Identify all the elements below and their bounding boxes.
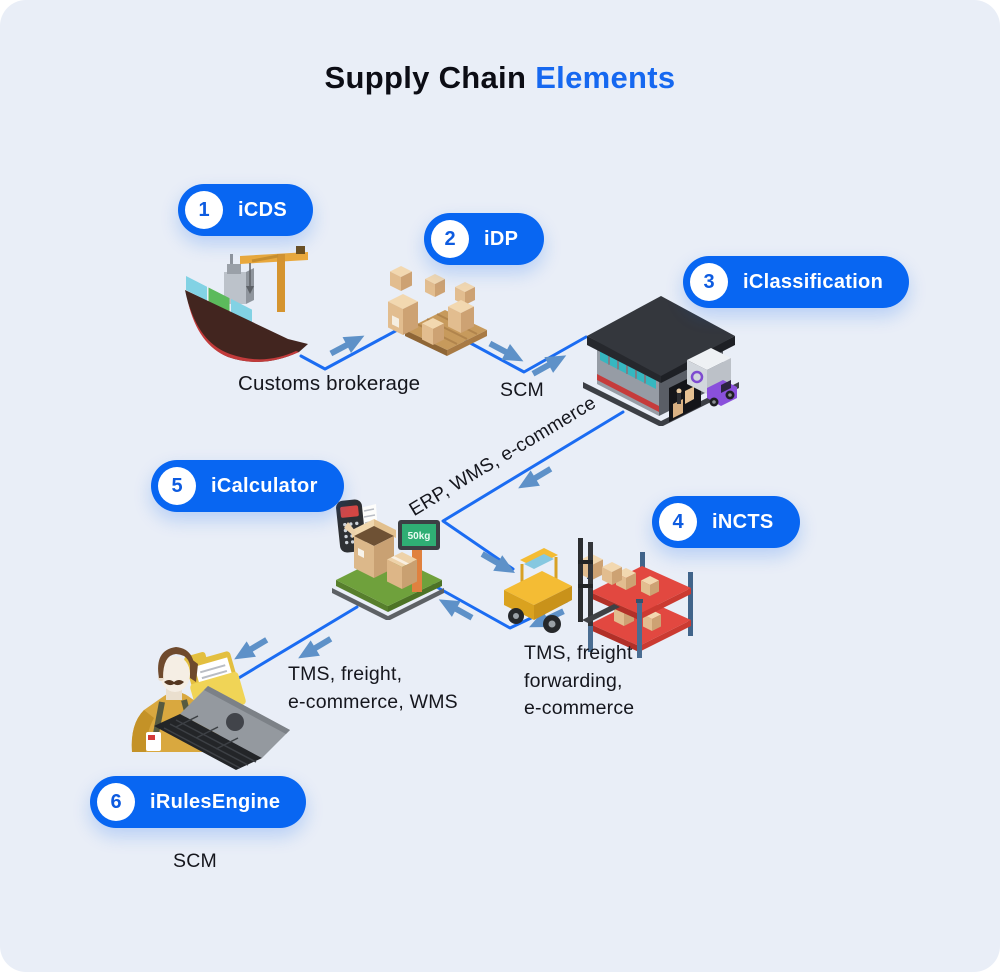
badge-label: iCalculator: [211, 474, 318, 497]
badge-number: 2: [431, 220, 469, 258]
badge-icalculator: 5 iCalculator: [151, 460, 344, 512]
badge-label: iClassification: [743, 270, 884, 293]
connector-ship-to-boxes: [299, 319, 416, 371]
connector-warehouse-to-forklift: [441, 410, 625, 571]
title-accent: Elements: [535, 60, 676, 95]
badge-label: iCDS: [238, 198, 287, 221]
badge-number: 4: [659, 503, 697, 541]
label-tms-freight-wms: TMS, freight, e-commerce, WMS: [288, 663, 458, 713]
badge-number: 1: [185, 191, 223, 229]
badge-label: iDP: [484, 227, 519, 250]
badge-number: 6: [97, 783, 135, 821]
label-customs-brokerage: Customs brokerage: [238, 372, 421, 395]
weighing-scale-icon: 50kg: [332, 499, 444, 620]
title-primary: Supply Chain: [324, 60, 527, 95]
badge-irulesengine: 6 iRulesEngine: [90, 776, 307, 828]
badge-iclassification: 3 iClassification: [683, 256, 910, 308]
cargo-ship-icon: [185, 246, 308, 362]
operator-laptop-icon: [131, 647, 290, 770]
badge-icds: 1 iCDS: [178, 184, 313, 236]
badge-label: iRulesEngine: [150, 790, 281, 813]
badge-number: 3: [690, 263, 728, 301]
label-scm-top: SCM: [500, 379, 544, 401]
badge-number: 5: [158, 467, 196, 505]
forklift-rack-icon: [504, 538, 693, 658]
connector-boxes-to-warehouse: [459, 335, 588, 374]
badge-label: iNCTS: [712, 510, 774, 533]
scale-display-value: 50kg: [408, 531, 431, 542]
label-scm-bottom: SCM: [173, 850, 217, 872]
boxes-pallet-icon: [388, 266, 487, 356]
warehouse-truck-icon: [583, 296, 739, 426]
badge-idp: 2 iDP: [424, 213, 545, 265]
badge-incts: 4 iNCTS: [652, 496, 800, 548]
label-tms-freight-forwarding: TMS, freight forwarding, e-commerce: [524, 642, 635, 719]
